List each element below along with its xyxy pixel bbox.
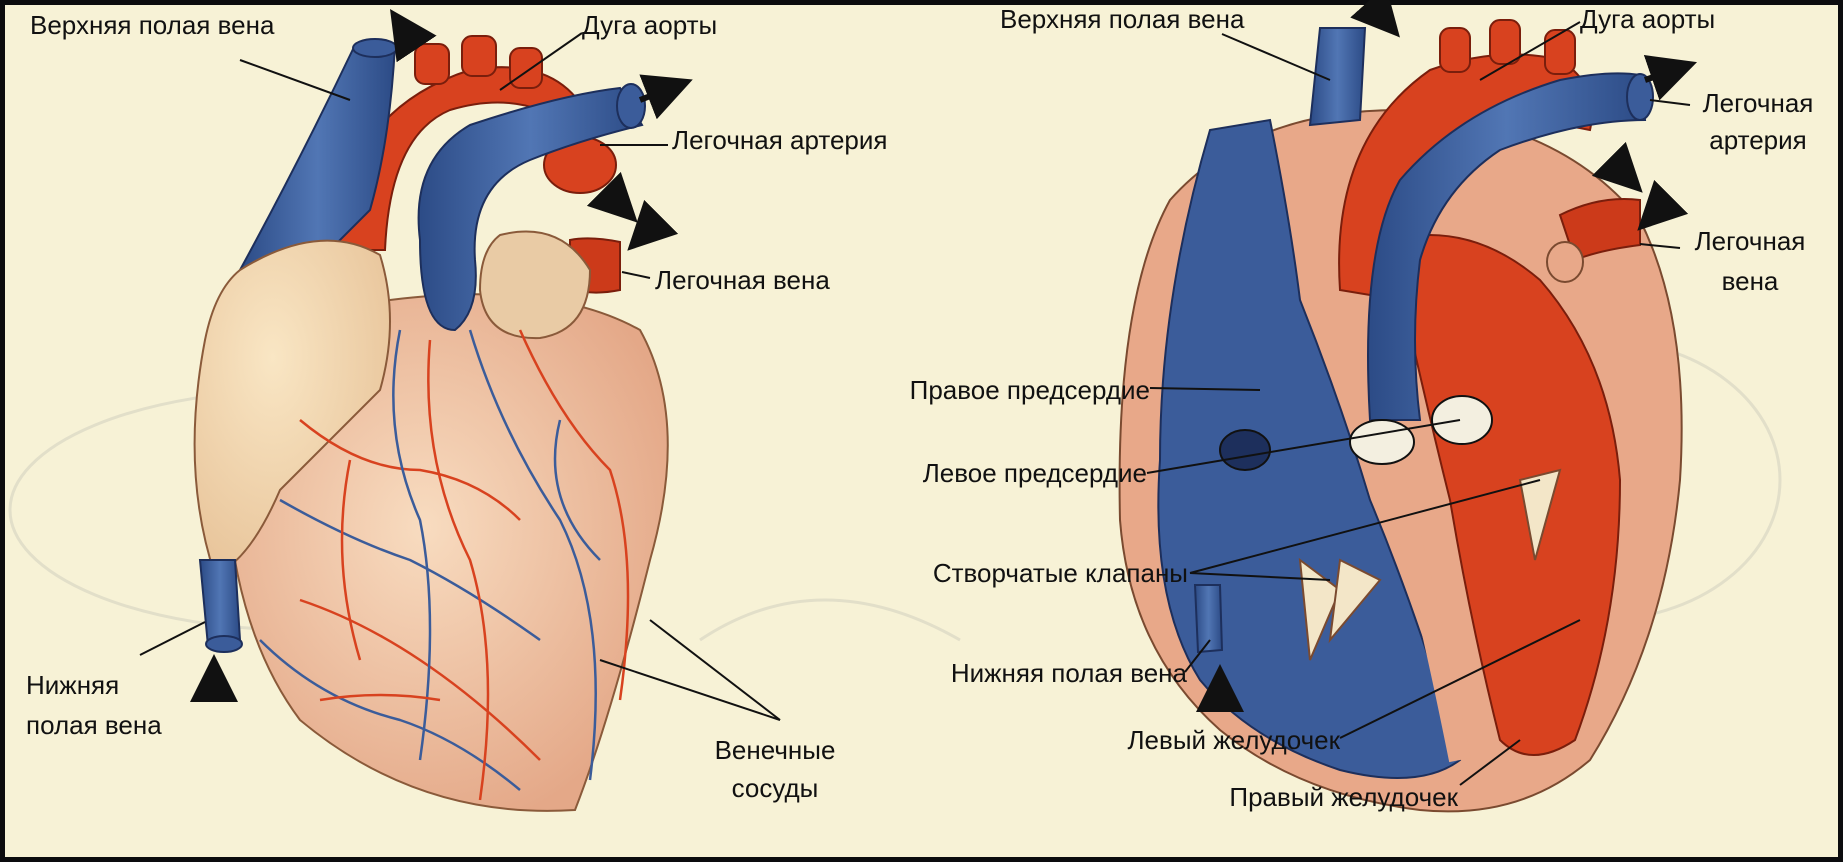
label-coronary-vessels-line2: сосуды [685,773,865,803]
label-pulmonary-artery-section-line2: артерия [1683,125,1833,155]
label-right-atrium: Правое предсердие [700,375,1150,405]
label-pulmonary-artery-section-line1: Легочная [1683,88,1833,118]
label-pulmonary-vein-external: Легочная вена [655,265,830,295]
label-pulmonary-vein-section-line2: вена [1660,266,1840,296]
label-aortic-arch-external: Дуга аорты [582,10,717,40]
label-pulmonary-vein-section-line1: Легочная [1660,226,1840,256]
label-pulmonary-artery-external: Легочная артерия [672,125,887,155]
label-inferior-vena-cava-external-line1: Нижняя [26,670,119,700]
label-superior-vena-cava-section: Верхняя полая вена [1000,4,1244,34]
label-right-ventricle: Правый желудочек [900,782,1458,812]
label-atrioventricular-valves: Створчатые клапаны [700,558,1188,588]
label-left-ventricle: Левый желудочек [800,725,1340,755]
label-inferior-vena-cava-external-line2: полая вена [26,710,162,740]
label-inferior-vena-cava-section: Нижняя полая вена [700,658,1187,688]
label-left-atrium: Левое предсердие [700,458,1147,488]
label-aortic-arch-section: Дуга аорты [1580,4,1715,34]
label-superior-vena-cava-external: Верхняя полая вена [30,10,274,40]
